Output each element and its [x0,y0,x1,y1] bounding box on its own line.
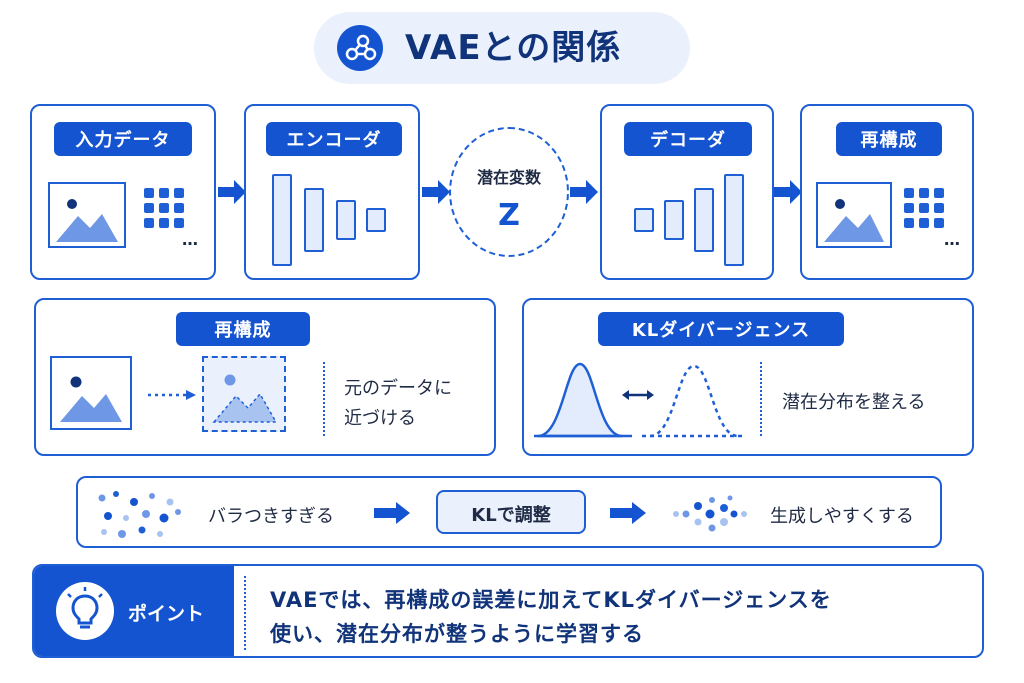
reconstruct-card: 再構成 … [800,104,974,280]
reconstruction-desc-line2: 近づける [344,408,416,429]
image-icon [816,182,892,248]
scattered-dots-icon [98,491,181,538]
divider [760,362,762,436]
divider [323,362,325,436]
data-grid-icon [904,188,946,230]
reconstruct-label: 再構成 [836,122,942,156]
arrow-right-icon [218,180,246,204]
point-label: ポイント [128,603,205,625]
clustered-dots-icon [673,495,747,532]
decoder-layer [694,188,714,252]
network-icon [337,25,383,71]
latent-variable-circle [449,127,569,257]
arrow-right-icon [422,180,450,204]
encoder-layer [366,208,386,232]
latent-variable-symbol: Z [498,198,520,233]
data-grid-icon [144,188,186,230]
input-data-card: 入力データ … [30,104,216,280]
flow-bar: バラつきすぎる KLで調整 生成しやすくする [76,476,942,548]
reconstruction-panel: 再構成 元のデータに 近づける [34,298,496,456]
decoder-layer [664,200,684,240]
arrow-right-icon [774,180,802,204]
original-image-icon [50,356,132,430]
flow-after: 生成しやすくする [770,506,914,527]
point-box: ポイント VAEでは、再構成の誤差に加えてKLダイバージェンスを 使い、潜在分布… [32,564,984,658]
arrow-right-icon [570,180,598,204]
flow-middle: KLで調整 [471,505,551,526]
divider [244,576,246,650]
point-text-line1: VAEでは、再構成の誤差に加えてKLダイバージェンスを [270,588,832,612]
reconstructed-image-icon [202,356,286,432]
encoder-card: エンコーダ [244,104,420,280]
decoder-layer [634,208,654,232]
arrow-right-icon [374,502,410,524]
encoder-label: エンコーダ [266,122,402,156]
kl-divergence-panel: KLダイバージェンス 潜在分布を整える [522,298,974,456]
kl-desc: 潜在分布を整える [782,392,926,413]
page-title: VAEとの関係 [405,28,622,68]
flow-before: バラつきすぎる [208,506,334,527]
distribution-curves-icon [534,362,744,438]
kl-adjust-box [436,490,586,534]
reconstruction-desc-line1: 元のデータに [344,378,452,399]
encoder-layer [272,174,292,266]
dotted-arrow-icon [148,390,196,400]
encoder-layer [336,200,356,240]
decoder-layer [724,174,744,266]
latent-variable-label: 潜在変数 [476,168,541,187]
kl-divergence-label: KLダイバージェンス [598,312,844,346]
lightbulb-icon [56,582,114,640]
ellipsis: … [182,230,198,249]
reconstruction-panel-label: 再構成 [176,312,310,346]
decoder-label: デコーダ [624,122,752,156]
encoder-layer [304,188,324,252]
decoder-card: デコーダ [600,104,774,280]
ellipsis: … [944,230,960,249]
image-icon [48,182,126,248]
arrow-right-icon [610,502,646,524]
point-text-line2: 使い、潜在分布が整うように学習する [270,622,644,646]
double-arrow-icon [622,390,654,400]
input-data-label: 入力データ [54,122,192,156]
